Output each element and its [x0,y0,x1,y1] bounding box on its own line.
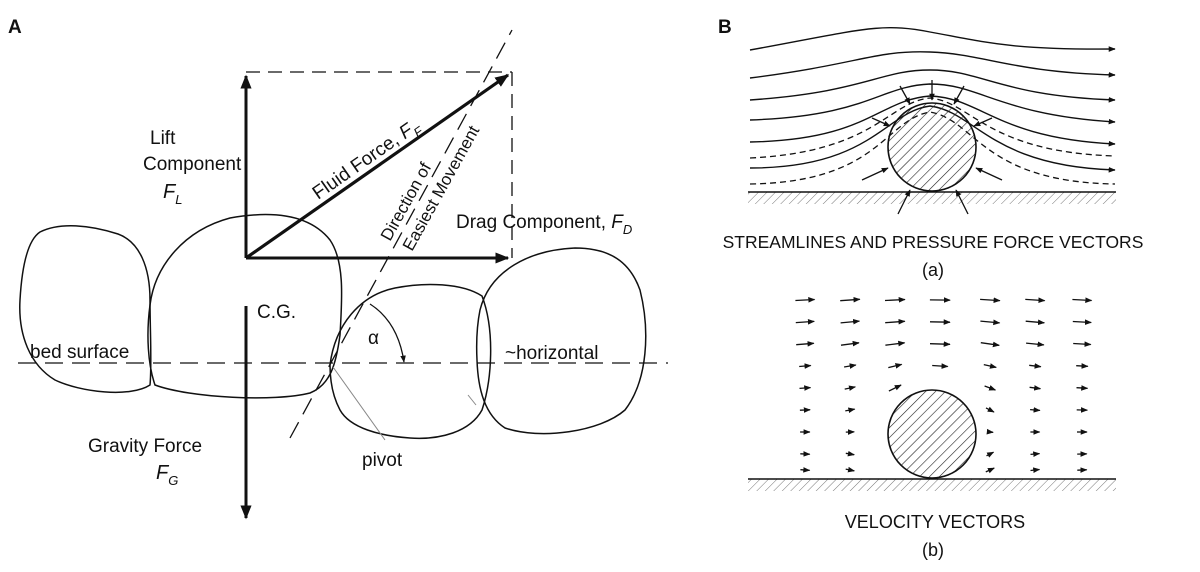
velocity-arrow [986,451,995,458]
drag-label: Drag Component, FD [456,212,632,237]
velocity-arrow [799,385,812,391]
streamlines-diagram [748,26,1116,215]
grain-circle-b [887,389,977,479]
velocity-arrow [1025,319,1045,326]
velocity-arrow [1072,319,1092,325]
velocity-arrow [1076,363,1089,369]
velocity-arrow [795,319,815,325]
velocity-arrow [844,385,856,391]
panel-a: A Lift Component FL Fluid Force, FF Dire [8,17,668,520]
velocity-arrow [845,450,855,457]
velocity-arrow [845,466,855,473]
gravity-label-line1: Gravity Force [88,436,202,457]
velocity-vectors [795,296,1093,474]
lift-label-line1: Lift [150,128,176,149]
velocity-arrow [932,363,949,369]
gravity-symbol: FG [156,462,178,488]
velocity-arrow [980,341,1000,348]
velocity-arrow [1072,297,1093,303]
velocity-arrow [1030,467,1041,473]
velocity-arrow [1029,363,1042,369]
grain-right [475,247,647,435]
fluid-force-arrow [245,73,510,260]
panel-b: B [718,17,1143,560]
bed-hatch-a [748,192,1116,204]
velocity-arrow [1076,385,1089,391]
velocity-arrow [984,385,997,391]
caption-b-sub: (b) [922,540,944,560]
alpha-label: α [368,328,379,349]
caption-a: STREAMLINES AND PRESSURE FORCE VECTORS [723,232,1144,252]
velocity-arrow [980,297,1001,304]
velocity-arrow [1073,341,1092,347]
velocity-arrow [885,340,906,347]
velocity-arrow [1026,341,1045,348]
grain-main [147,213,343,399]
lift-label-line2: Component [143,154,242,175]
velocity-arrow [800,467,811,473]
panel-a-letter: A [8,17,22,38]
velocity-arrow [1030,451,1041,457]
velocity-arrow [888,384,902,392]
pressure-vectors [861,80,1003,215]
velocity-arrow [840,340,860,347]
velocity-arrow [1029,385,1042,391]
velocity-arrow [799,363,812,369]
velocity-arrow [985,406,995,413]
horizontal-label: ~horizontal [505,343,598,364]
grain-circle-a [887,102,977,192]
velocity-arrow [885,318,906,325]
lift-symbol: FL [163,181,182,207]
grain-left [19,225,152,394]
velocity-arrow [983,363,997,369]
pivot-leader [332,366,386,441]
caption-a-sub: (a) [922,260,944,280]
panel-b-letter: B [718,17,732,38]
pivot-label: pivot [362,450,403,471]
velocity-arrow [986,428,994,435]
velocity-arrow [985,467,995,474]
velocity-arrow [796,341,815,347]
grain-mark [467,394,477,406]
cg-label: C.G. [257,302,296,323]
velocity-arrow [840,318,861,325]
velocity-arrow [884,297,906,303]
caption-b: VELOCITY VECTORS [845,512,1025,532]
velocity-diagram [748,296,1116,491]
velocity-arrow [843,363,857,369]
grain-pivot [329,283,492,440]
velocity-arrow [888,363,903,369]
bed-surface-label: bed surface [30,342,129,363]
velocity-arrow [929,341,951,347]
bed-hatch-b [748,479,1116,491]
velocity-arrow [845,407,856,414]
velocity-arrow [840,296,861,303]
velocity-arrow [1025,297,1046,304]
velocity-arrow [795,297,816,303]
velocity-arrow [980,319,1001,326]
streamlines [749,26,1116,173]
velocity-arrow [1030,407,1041,413]
alpha-arc [369,303,406,363]
